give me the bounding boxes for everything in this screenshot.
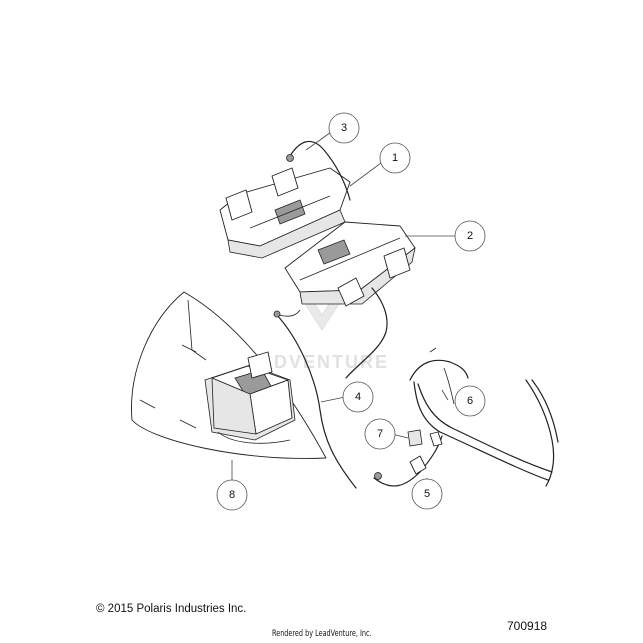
callout-2[interactable]: 2 — [454, 220, 486, 252]
part-4-harness-cable[interactable] — [273, 287, 388, 489]
callout-7[interactable]: 7 — [364, 418, 396, 450]
callout-6-label: 6 — [467, 395, 473, 407]
callout-8-label: 8 — [229, 489, 235, 501]
callout-5[interactable]: 5 — [411, 478, 443, 510]
callout-6[interactable]: 6 — [454, 385, 486, 417]
diagram-id: 700918 — [507, 619, 548, 633]
callout-5-label: 5 — [424, 488, 430, 500]
copyright-text: © 2015 Polaris Industries Inc. — [96, 603, 247, 615]
part-2-speaker-pod-lower[interactable] — [284, 221, 416, 307]
part-6-main-harness[interactable] — [409, 347, 559, 487]
part-5-harness-connector[interactable] — [373, 435, 443, 487]
callout-1[interactable]: 1 — [379, 142, 411, 174]
callout-4-label: 4 — [355, 391, 361, 403]
callout-1-label: 1 — [392, 152, 398, 164]
rendered-by-credit: Rendered by LeadVenture, Inc. — [272, 629, 372, 639]
part-8-shield-housing[interactable] — [131, 291, 327, 459]
callout-4[interactable]: 4 — [342, 381, 374, 413]
callout-3[interactable]: 3 — [328, 112, 360, 144]
callout-8[interactable]: 8 — [216, 479, 248, 511]
part-3-wire-lead[interactable] — [286, 140, 351, 201]
part-1-speaker-pod-upper[interactable] — [219, 167, 351, 259]
callout-2-label: 2 — [467, 230, 473, 242]
part-7-clip[interactable] — [407, 429, 443, 447]
callout-7-label: 7 — [377, 428, 383, 440]
callout-3-label: 3 — [341, 122, 347, 134]
